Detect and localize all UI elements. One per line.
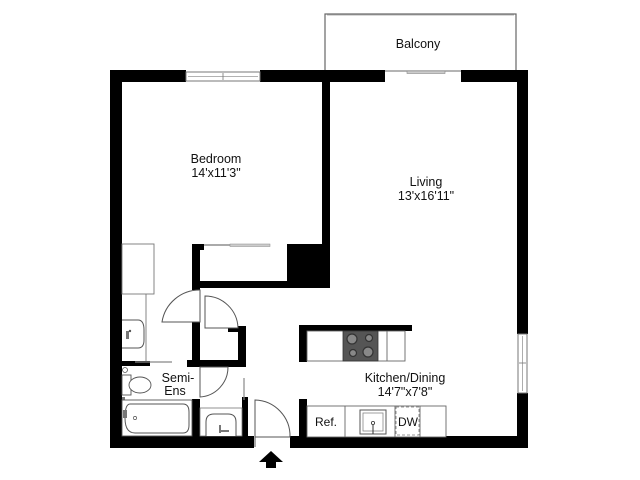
hall-closet-door[interactable] [204,295,239,329]
dishwasher: DW [395,406,420,436]
bedroom-label: Bedroom [191,152,242,166]
balcony-sliding-door[interactable] [385,70,461,74]
stove-icon [342,330,379,362]
bedroom-closet-doors[interactable] [204,243,271,247]
bedroom-dimensions: 14'x11'3" [191,166,240,180]
kitchen-label: Kitchen/Dining [365,371,446,385]
kitchen-sink-icon [359,409,387,435]
bedroom-door[interactable] [161,289,201,323]
toilet-icon [121,367,152,401]
balcony: Balcony [324,13,517,72]
kitchen-dimensions: 14'7"x7'8" [378,385,433,399]
bath-sink-upper [122,319,145,349]
exterior-walls [110,70,528,448]
living-label: Living [410,175,443,189]
living-window [517,333,528,394]
bedroom-window [185,71,261,82]
interior-walls [122,70,330,440]
bathroom-label-line2: Ens [164,384,186,398]
refrigerator-label: Ref. [315,415,337,429]
bath-sink-lower [199,407,243,437]
entry-door[interactable] [254,399,291,447]
bathroom-door[interactable] [199,366,229,398]
dishwasher-label: DW [398,415,419,429]
living-dimensions: 13'x16'11" [398,189,454,203]
balcony-label: Balcony [396,37,441,51]
bathroom-label-line1: Semi- [162,371,195,385]
entry-arrow-icon [259,451,283,468]
bathtub-icon [121,399,193,437]
linen-closet [121,243,155,361]
